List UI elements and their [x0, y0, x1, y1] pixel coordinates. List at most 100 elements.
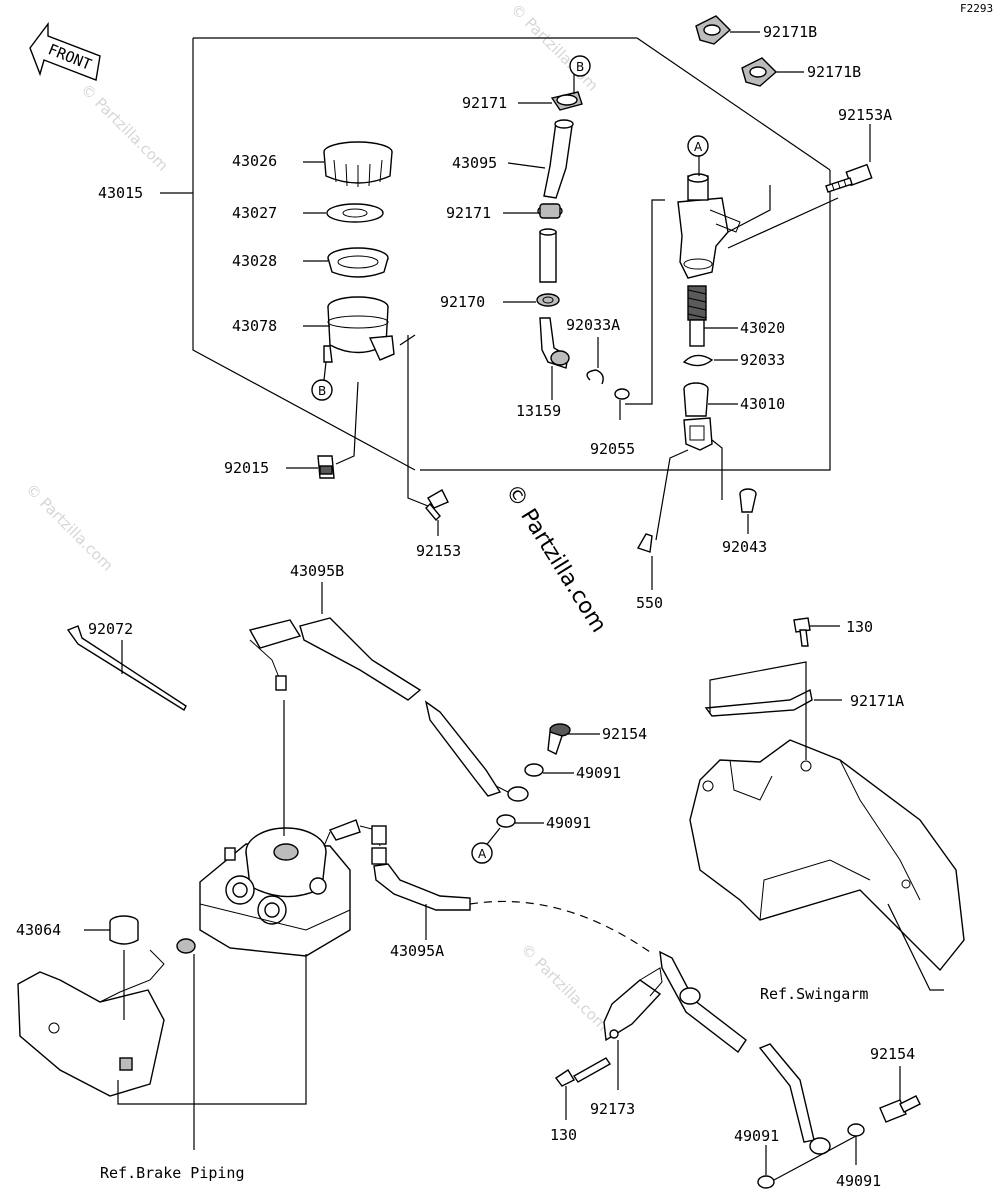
callout-92171A: 92171A — [850, 692, 904, 710]
callout-43095A: 43095A — [390, 942, 444, 960]
callout-92173: 92173 — [590, 1100, 635, 1118]
watermark: © Partzilla.com — [22, 480, 117, 575]
watermark: © Partzilla.com — [517, 940, 612, 1035]
abs-hydraulic-unit — [199, 819, 361, 957]
reservoir-hose-43095 — [543, 119, 574, 199]
swingarm — [689, 739, 965, 972]
watermark: © Partzilla.com — [77, 80, 172, 175]
clamp-92171B-1 — [695, 15, 732, 45]
callout-92153: 92153 — [416, 542, 461, 560]
callout-92153A: 92153A — [838, 106, 892, 124]
callout-43064: 43064 — [16, 921, 61, 939]
washer-49091-upper — [524, 763, 544, 777]
svg-text:A: A — [478, 847, 487, 861]
svg-text:B: B — [576, 60, 584, 74]
callout-92154: 92154 — [870, 1045, 915, 1063]
callout-92171B: 92171B — [807, 63, 861, 81]
hose-fitting-right — [371, 825, 387, 865]
callout-43095: 43095 — [452, 154, 497, 172]
clamp-bracket-92173 — [603, 967, 663, 1042]
o-ring-92055 — [614, 388, 630, 400]
washer-49091-lower-left — [757, 1175, 775, 1189]
reservoir-diaphragm — [327, 247, 389, 278]
rubber-damper-43064 — [109, 915, 139, 945]
hose-guide-92171A — [704, 688, 813, 717]
svg-text:B: B — [318, 384, 326, 398]
callout-92033: 92033 — [740, 351, 785, 369]
figure-code: F2293 — [960, 2, 993, 15]
callout-92154: 92154 — [602, 725, 647, 743]
bracket-nut-92015 — [317, 455, 335, 479]
bolt-130-lower — [554, 1057, 612, 1087]
watermark: © Partzilla.com — [507, 0, 602, 95]
assembly-frame — [160, 37, 831, 471]
bolt-92153A — [825, 163, 873, 193]
frame-bracket-left — [17, 949, 165, 1097]
bolt-130-top — [793, 617, 811, 647]
cotter-pin-550 — [636, 533, 653, 553]
callout-49091: 49091 — [576, 764, 621, 782]
cable-tie-92072 — [66, 625, 187, 712]
callout-13159: 13159 — [516, 402, 561, 420]
hose-clamp-92171-top — [550, 91, 583, 111]
hose-clamp-92171-mid — [537, 203, 563, 219]
reservoir-tank — [323, 296, 395, 363]
reservoir-cap — [323, 141, 393, 187]
reservoir-diaphragm-plate — [326, 203, 384, 223]
callout-43095B: 43095B — [290, 562, 344, 580]
marker-a-top: A — [687, 135, 709, 157]
banjo-lower — [809, 1137, 831, 1155]
washer-49091-lower-right — [847, 1123, 865, 1137]
pushrod-clevis-43010 — [683, 382, 713, 451]
front-arrow-icon: FRONT — [29, 21, 101, 81]
callout-130: 130 — [550, 1126, 577, 1144]
clevis-pin-92043 — [739, 488, 757, 513]
callout-92171B: 92171B — [763, 23, 817, 41]
callout-43015: 43015 — [98, 184, 143, 202]
brake-hose-lower — [659, 950, 815, 1143]
callout-92043: 92043 — [722, 538, 767, 556]
circlip-92033A — [586, 369, 604, 385]
callout-92055: 92055 — [590, 440, 635, 458]
callout-92170: 92170 — [440, 293, 485, 311]
bolt-92154-lower — [879, 1095, 921, 1123]
svg-text:A: A — [694, 140, 703, 154]
pushrod-spring-43020 — [687, 285, 707, 347]
master-cylinder-body — [677, 173, 741, 279]
hose-clamp-92170 — [536, 293, 560, 307]
ref-brake-piping: Ref.Brake Piping — [100, 1164, 245, 1182]
callout-49091: 49091 — [836, 1172, 881, 1190]
callout-550: 550 — [636, 594, 663, 612]
brake-hose-43095A — [373, 863, 471, 911]
washer-49091-lower — [496, 814, 516, 828]
callout-92171: 92171 — [462, 94, 507, 112]
callout-130: 130 — [846, 618, 873, 636]
callout-92171: 92171 — [446, 204, 491, 222]
collar — [176, 938, 196, 954]
reservoir-hose-lower — [539, 228, 557, 283]
callout-43010: 43010 — [740, 395, 785, 413]
callout-92015: 92015 — [224, 459, 269, 477]
callout-43028: 43028 — [232, 252, 277, 270]
banjo-fitting — [495, 785, 529, 802]
callout-49091: 49091 — [734, 1127, 779, 1145]
marker-a-bottom: A — [471, 842, 493, 864]
bolt-92154-top — [547, 723, 571, 755]
marker-b-top: B — [569, 55, 591, 77]
hose-fitting-13159 — [539, 317, 570, 369]
ref-swingarm: Ref.Swingarm — [760, 985, 868, 1003]
callout-92072: 92072 — [88, 620, 133, 638]
callout-43026: 43026 — [232, 152, 277, 170]
callout-43027: 43027 — [232, 204, 277, 222]
bolt-92153 — [425, 489, 449, 522]
watermark-main: © Partzilla.com — [500, 480, 611, 637]
callout-43078: 43078 — [232, 317, 277, 335]
callout-92033A: 92033A — [566, 316, 620, 334]
callout-49091: 49091 — [546, 814, 591, 832]
brake-hose-43095B — [248, 617, 502, 797]
circlip-92033 — [682, 354, 714, 367]
callout-43020: 43020 — [740, 319, 785, 337]
marker-b-reservoir: B — [311, 379, 333, 401]
clamp-92171B-2 — [741, 57, 778, 87]
